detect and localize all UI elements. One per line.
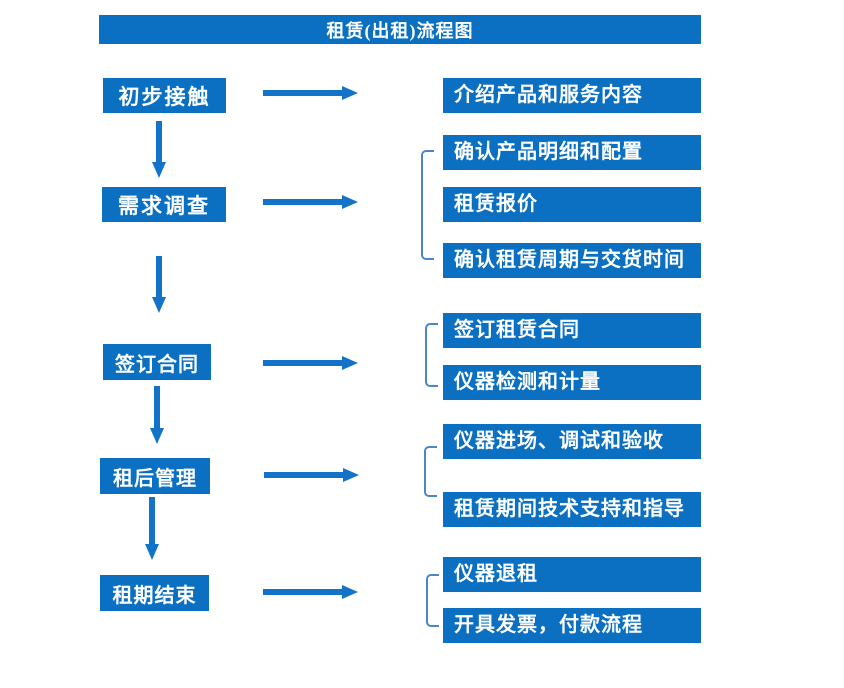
- right-arrow-1: [263, 86, 358, 100]
- page-title: 租赁(出租)流程图: [326, 20, 474, 41]
- stage-box-sign-contract: 签订合同: [103, 344, 211, 380]
- detail-box-rental-quote: 租赁报价: [443, 187, 701, 222]
- detail-box-instrument-test-metering: 仪器检测和计量: [443, 365, 701, 400]
- detail-box-introduce-products: 介绍产品和服务内容: [443, 78, 701, 113]
- detail-box-confirm-product-config: 确认产品明细和配置: [443, 135, 701, 170]
- down-arrow-4: [145, 497, 159, 560]
- right-arrow-2: [263, 195, 358, 209]
- stage-box-demand-survey: 需求调查: [102, 187, 226, 222]
- title-bar: 租赁(出租)流程图: [99, 15, 701, 44]
- stage-box-initial-contact: 初步接触: [103, 78, 226, 113]
- right-arrow-4: [264, 468, 359, 482]
- down-arrow-1: [152, 121, 166, 178]
- detail-box-confirm-period-delivery: 确认租赁周期与交货时间: [443, 243, 701, 278]
- group-bracket-rental-end: [426, 574, 439, 627]
- stage-box-rental-end: 租期结束: [100, 575, 209, 611]
- group-bracket-demand-survey: [421, 150, 434, 260]
- detail-box-sign-rental-contract: 签订租赁合同: [443, 313, 701, 348]
- right-arrow-3: [263, 356, 358, 370]
- down-arrow-2: [152, 256, 166, 313]
- detail-box-invoice-payment: 开具发票，付款流程: [443, 608, 701, 643]
- group-bracket-sign-contract: [425, 323, 438, 387]
- detail-box-tech-support-guidance: 租赁期间技术支持和指导: [443, 492, 701, 527]
- group-bracket-post-rental: [424, 446, 437, 497]
- stage-box-post-rental-management: 租后管理: [100, 458, 210, 494]
- right-arrow-5: [263, 585, 358, 599]
- detail-box-instrument-return: 仪器退租: [443, 557, 701, 592]
- down-arrow-3: [150, 386, 164, 444]
- detail-box-instrument-entry-acceptance: 仪器进场、调试和验收: [443, 424, 701, 459]
